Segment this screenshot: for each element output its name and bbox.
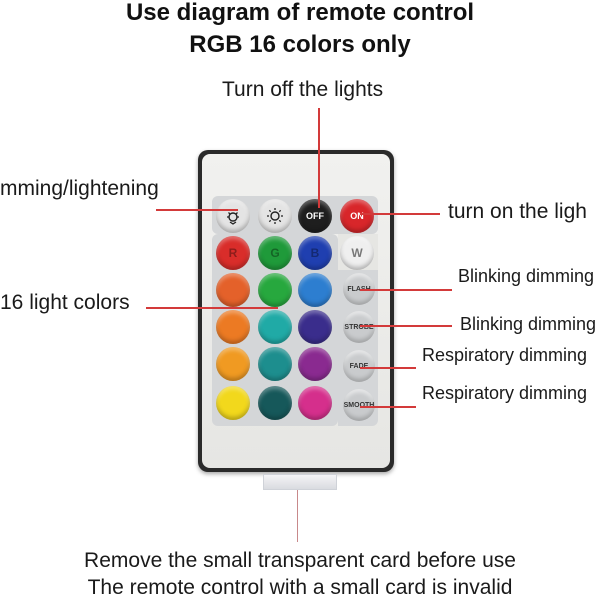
off-button-label: OFF <box>306 211 324 221</box>
transparent-card[interactable] <box>263 474 337 490</box>
on-button-label: ON <box>350 211 364 221</box>
label-dimming: mming/lightening <box>0 177 159 200</box>
label-turn-off: Turn off the lights <box>222 78 384 101</box>
diagram-subtitle: RGB 16 colors only <box>189 31 411 58</box>
brighten-icon <box>267 208 283 224</box>
color-button[interactable] <box>298 310 332 344</box>
color-button[interactable] <box>216 386 250 420</box>
flash-button-label: FLASH <box>347 285 371 293</box>
instruction-line-2: The remote control with a small card is … <box>87 576 513 599</box>
label-fade: Respiratory dimming <box>422 345 588 365</box>
on-button[interactable]: ON <box>340 199 374 233</box>
color-button-g-label: G <box>270 246 280 260</box>
leader-line-on <box>360 213 440 215</box>
leader-line-colors <box>146 307 278 309</box>
diagram-title: Use diagram of remote control <box>125 0 475 26</box>
label-turn-on: turn on the ligh <box>448 200 587 223</box>
strobe-button-label: STROBE <box>344 323 374 331</box>
color-button[interactable] <box>258 273 292 307</box>
leader-line-off <box>318 108 320 208</box>
color-button[interactable] <box>258 386 292 420</box>
color-button-g[interactable]: G <box>258 236 292 270</box>
color-button-w[interactable]: W <box>340 236 374 270</box>
off-button[interactable]: OFF <box>298 199 332 233</box>
color-button[interactable] <box>216 273 250 307</box>
label-16-colors: 16 light colors <box>0 291 130 314</box>
strobe-button[interactable]: STROBE <box>343 311 375 343</box>
smooth-button-label: SMOOTH <box>343 401 375 409</box>
leader-line-card <box>297 490 298 542</box>
color-button-r-label: R <box>228 246 238 260</box>
label-smooth: Respiratory dimming <box>422 383 588 403</box>
leader-line-dimming <box>156 209 238 211</box>
color-button-b[interactable]: B <box>298 236 332 270</box>
fade-button-label: FADE <box>349 362 369 370</box>
color-button[interactable] <box>216 347 250 381</box>
leader-line-smooth <box>360 406 416 408</box>
leader-line-flash <box>360 289 452 291</box>
leader-line-strobe <box>360 325 452 327</box>
color-button[interactable] <box>298 273 332 307</box>
color-button[interactable] <box>258 310 292 344</box>
instruction-line-1: Remove the small transparent card before… <box>84 549 516 572</box>
label-flash: Blinking dimming <box>458 266 595 286</box>
smooth-button[interactable]: SMOOTH <box>343 389 375 421</box>
color-button-r[interactable]: R <box>216 236 250 270</box>
dim-button[interactable] <box>216 199 250 233</box>
color-button-b-label: B <box>310 246 320 260</box>
color-button[interactable] <box>298 386 332 420</box>
fade-button[interactable]: FADE <box>343 350 375 382</box>
color-button[interactable] <box>216 310 250 344</box>
color-button-w-label: W <box>351 246 363 260</box>
brighten-button[interactable] <box>258 199 292 233</box>
label-strobe: Blinking dimming <box>460 314 597 334</box>
leader-line-fade <box>360 367 416 369</box>
color-button[interactable] <box>258 347 292 381</box>
color-button[interactable] <box>298 347 332 381</box>
